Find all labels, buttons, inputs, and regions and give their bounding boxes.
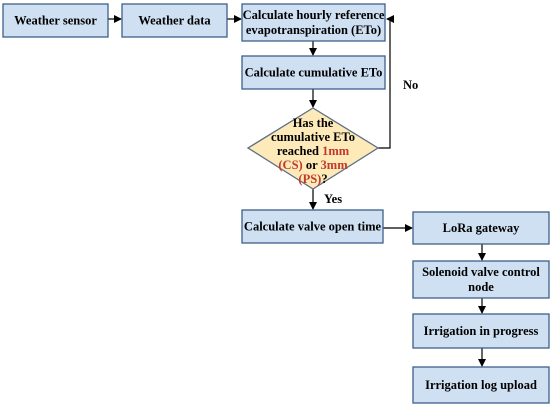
decision-line4: (CS) or 3mm: [278, 158, 348, 172]
edge-decision-no-loop: [378, 15, 394, 149]
decision-line1: Has the: [293, 116, 334, 130]
hourly-eto-label-line2: evapotranspiration (ETo): [246, 23, 381, 37]
solenoid-label-line2: node: [468, 280, 494, 294]
cumulative-eto-decision: Has the cumulative ETo reached 1mm (CS) …: [246, 107, 380, 190]
yes-label: Yes: [324, 192, 342, 206]
no-label: No: [403, 78, 418, 92]
hourly-eto-node: Calculate hourly reference evapotranspir…: [241, 3, 386, 42]
irrigation-log-node: Irrigation log upload: [412, 366, 550, 404]
decision-line3: reached 1mm: [277, 144, 350, 158]
valve-open-time-label: Calculate valve open time: [244, 220, 382, 234]
hourly-eto-label-line1: Calculate hourly reference: [243, 8, 385, 22]
lora-gateway-node: LoRa gateway: [412, 211, 550, 245]
cumulative-eto-label: Calculate cumulative ETo: [245, 66, 383, 80]
irrigation-progress-label: Irrigation in progress: [424, 324, 539, 338]
weather-sensor-node: Weather sensor: [2, 3, 109, 38]
decision-line2: cumulative ETo: [271, 130, 355, 144]
weather-data-node: Weather data: [121, 3, 228, 38]
weather-data-label: Weather data: [138, 14, 211, 28]
lora-gateway-label: LoRa gateway: [443, 221, 520, 235]
irrigation-log-label: Irrigation log upload: [425, 378, 537, 392]
solenoid-node: Solenoid valve control node: [412, 260, 550, 299]
solenoid-label-line1: Solenoid valve control: [422, 265, 540, 279]
cumulative-eto-node: Calculate cumulative ETo: [241, 55, 386, 90]
valve-open-time-node: Calculate valve open time: [241, 209, 384, 244]
weather-sensor-label: Weather sensor: [14, 14, 97, 28]
decision-line5: (PS)?: [298, 172, 327, 186]
irrigation-progress-node: Irrigation in progress: [412, 313, 550, 349]
